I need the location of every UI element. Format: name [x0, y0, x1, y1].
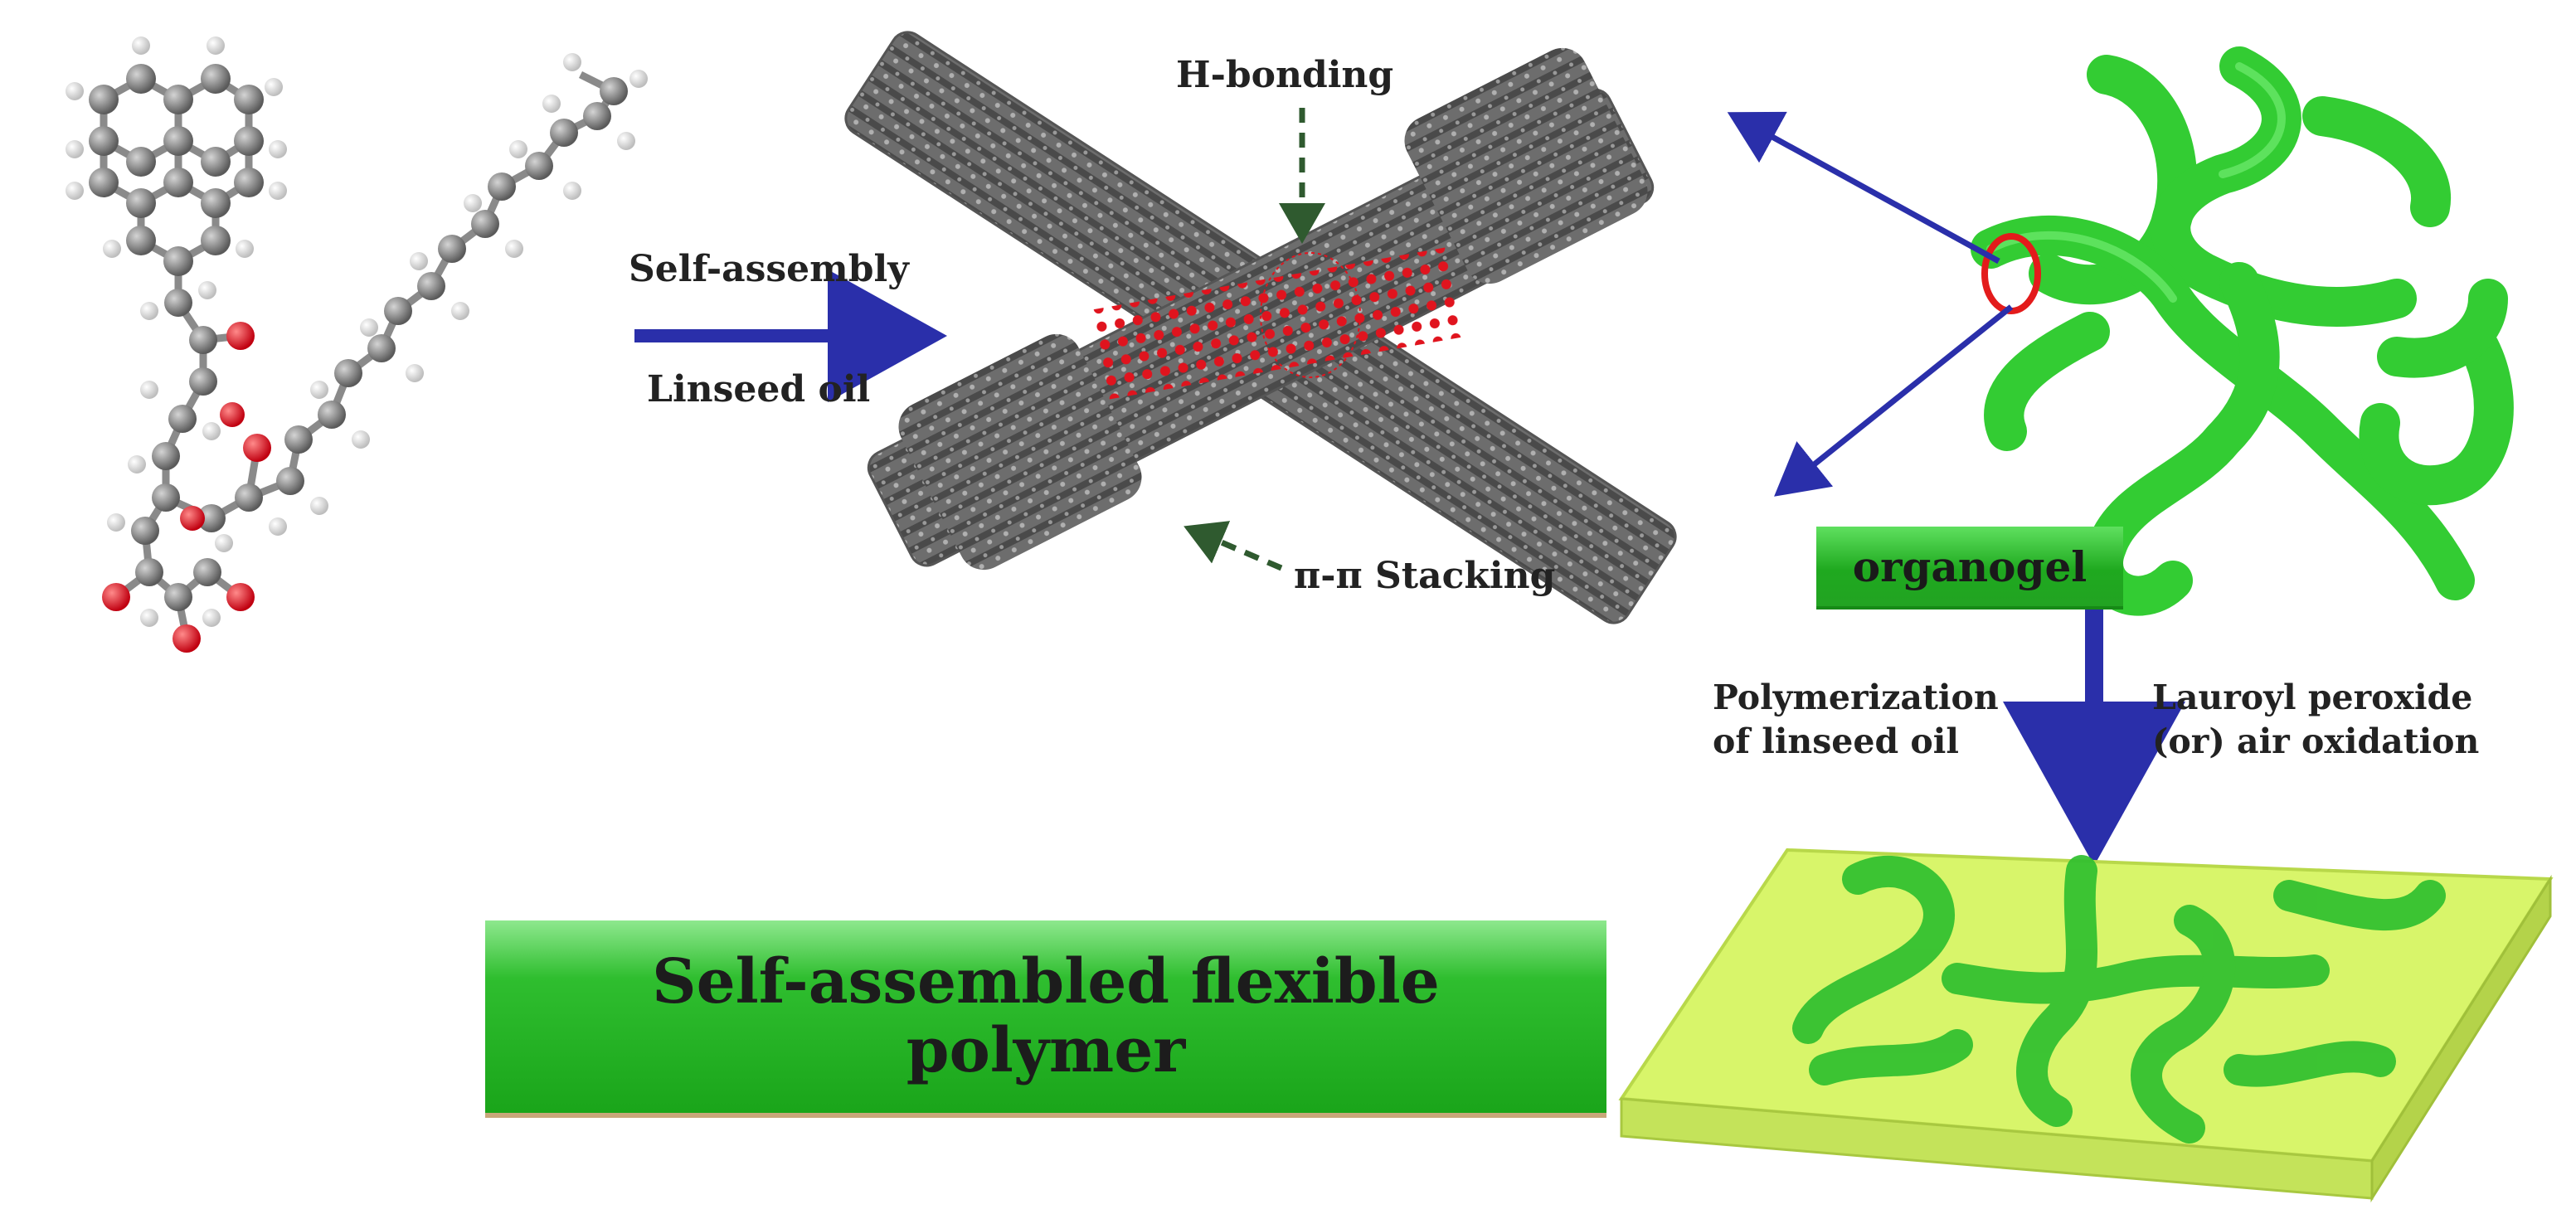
polymerization-label: Polymerization of linseed oil — [1713, 677, 1999, 762]
organogel-fiber-network — [1971, 46, 2514, 616]
self-assembly-label: Self-assembly — [629, 248, 909, 290]
organogel-badge: organogel — [1816, 527, 2123, 610]
lauroyl-peroxide-label: Lauroyl peroxide (or) air oxidation — [2152, 677, 2480, 762]
polymer-film — [1618, 847, 2554, 1203]
organogel-label: organogel — [1852, 542, 2088, 591]
pi-stacking-label: π-π Stacking — [1294, 555, 1556, 597]
result-label: Self-assembled flexible polymer — [652, 946, 1440, 1086]
highlight-circle — [1981, 233, 2041, 314]
zoom-arrow-upper — [1727, 111, 2000, 265]
pi-stacking-pointer — [1184, 521, 1283, 571]
zoom-arrow-lower — [1774, 304, 2014, 497]
result-banner: Self-assembled flexible polymer — [485, 920, 1606, 1118]
linseed-oil-label: Linseed oil — [647, 368, 871, 410]
gelator-molecule — [66, 36, 648, 653]
molecular-stacks — [844, 31, 1677, 624]
h-bonding-label: H-bonding — [1176, 54, 1394, 96]
